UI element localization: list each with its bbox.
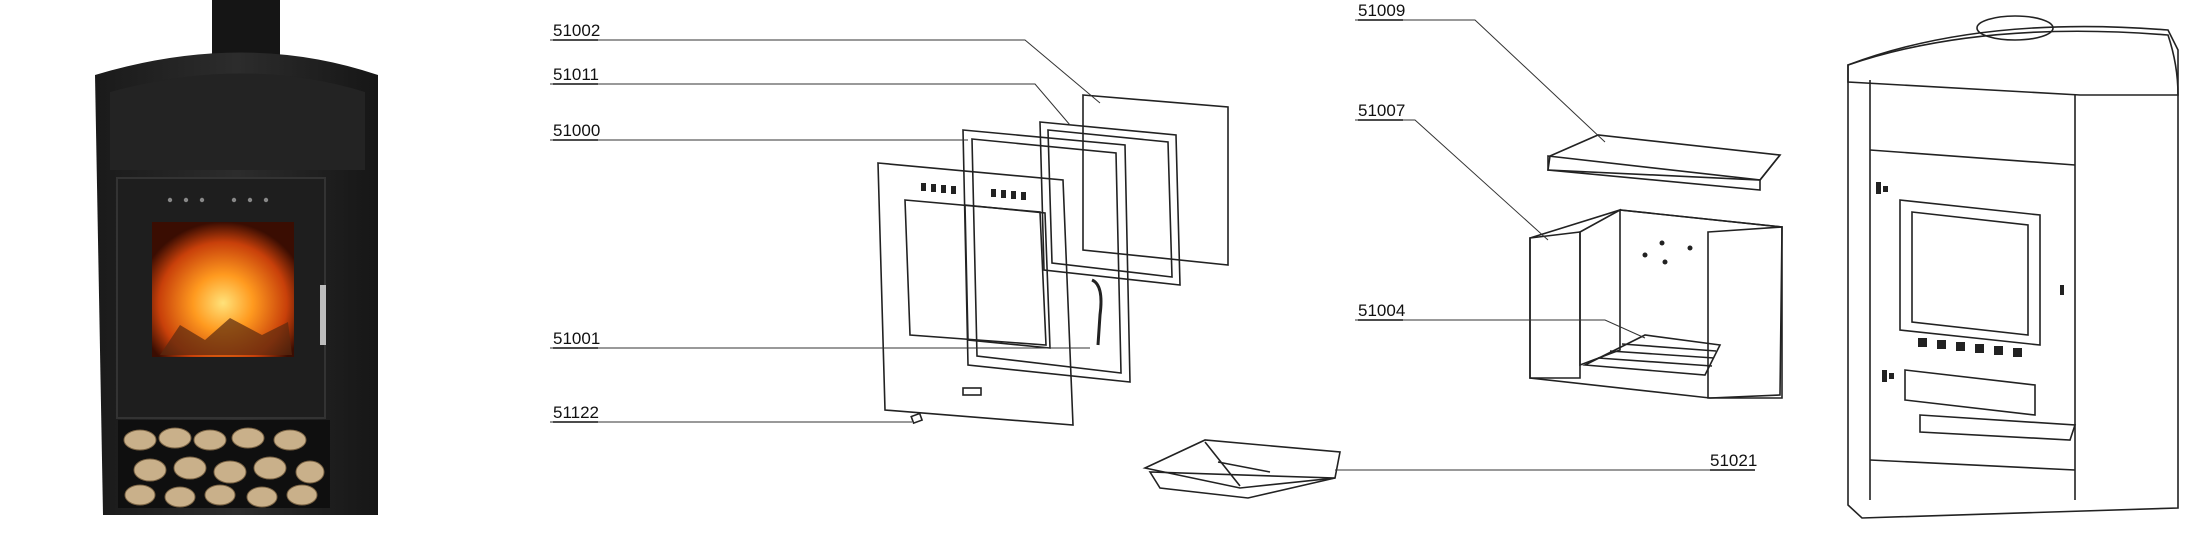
small-clip-51122 — [910, 412, 924, 425]
label-51021: 51021 — [1710, 451, 1757, 470]
stove-top-panel — [110, 73, 365, 170]
flue-opening — [1976, 15, 2054, 41]
door-latch-handle — [1091, 278, 1103, 346]
stacked-logs — [123, 427, 325, 508]
flue-pipe — [212, 0, 280, 58]
label-51009: 51009 — [1358, 1, 1405, 20]
label-51122: 51122 — [553, 403, 599, 422]
label-51011: 51011 — [553, 65, 599, 84]
firewood-in-fire — [160, 318, 292, 355]
leader-lines — [550, 19, 1755, 471]
grate-51004 — [1582, 334, 1722, 376]
door-gasket-frame-51011 — [1039, 121, 1181, 286]
ash-tray-51021 — [1142, 439, 1341, 499]
door-handle — [320, 285, 326, 345]
label-51001: 51001 — [553, 329, 600, 348]
firebox-liner-51007 — [1529, 208, 1783, 399]
label-51004: 51004 — [1358, 301, 1405, 320]
stove-render — [95, 0, 378, 515]
door-front-51001 — [877, 162, 1103, 426]
door-glass-51002 — [1082, 94, 1229, 266]
label-51007: 51007 — [1358, 101, 1405, 120]
stove-line-drawing — [1847, 15, 2179, 519]
label-51002: 51002 — [553, 21, 600, 40]
baffle-plate-51009 — [1547, 134, 1782, 191]
label-51000: 51000 — [553, 121, 600, 140]
